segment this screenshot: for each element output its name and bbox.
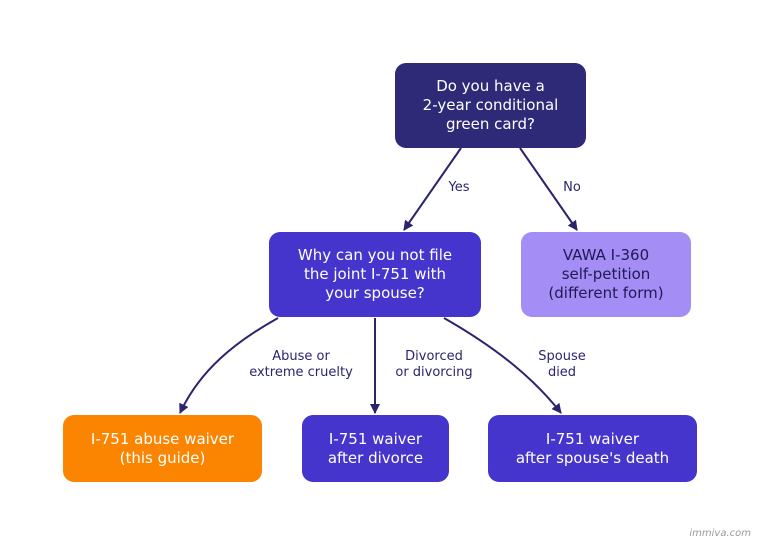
root-question-node: Do you have a 2-year conditional green c…: [395, 63, 586, 148]
edge-label-died: Spouse died: [538, 349, 586, 380]
root-question-text: Do you have a 2-year conditional green c…: [422, 77, 559, 133]
edge-abuse-arrow: [179, 317, 279, 414]
edge-label-abuse: Abuse or extreme cruelty: [249, 349, 353, 380]
death-waiver-text: I-751 waiver after spouse's death: [515, 429, 670, 467]
divorce-waiver-node: I-751 waiver after divorce: [302, 415, 449, 482]
watermark-text: immiva.com: [689, 528, 751, 539]
edge-label-divorced: Divorced or divorcing: [395, 349, 473, 380]
why-question-node: Why can you not file the joint I-751 wit…: [269, 232, 481, 317]
edge-yes-arrow: [403, 147, 462, 231]
vawa-node: VAWA I-360 self-petition (different form…: [521, 232, 691, 317]
abuse-waiver-text: I-751 abuse waiver (this guide): [90, 429, 235, 467]
edge-label-yes: Yes: [448, 180, 470, 195]
edge-label-no: No: [563, 180, 581, 195]
death-waiver-node: I-751 waiver after spouse's death: [488, 415, 697, 482]
divorce-waiver-text: I-751 waiver after divorce: [327, 429, 424, 467]
edge-died-arrow: [443, 317, 562, 414]
edge-no-arrow: [519, 147, 578, 231]
abuse-waiver-node: I-751 abuse waiver (this guide): [63, 415, 262, 482]
vawa-text: VAWA I-360 self-petition (different form…: [548, 246, 664, 302]
why-question-text: Why can you not file the joint I-751 wit…: [297, 246, 453, 302]
